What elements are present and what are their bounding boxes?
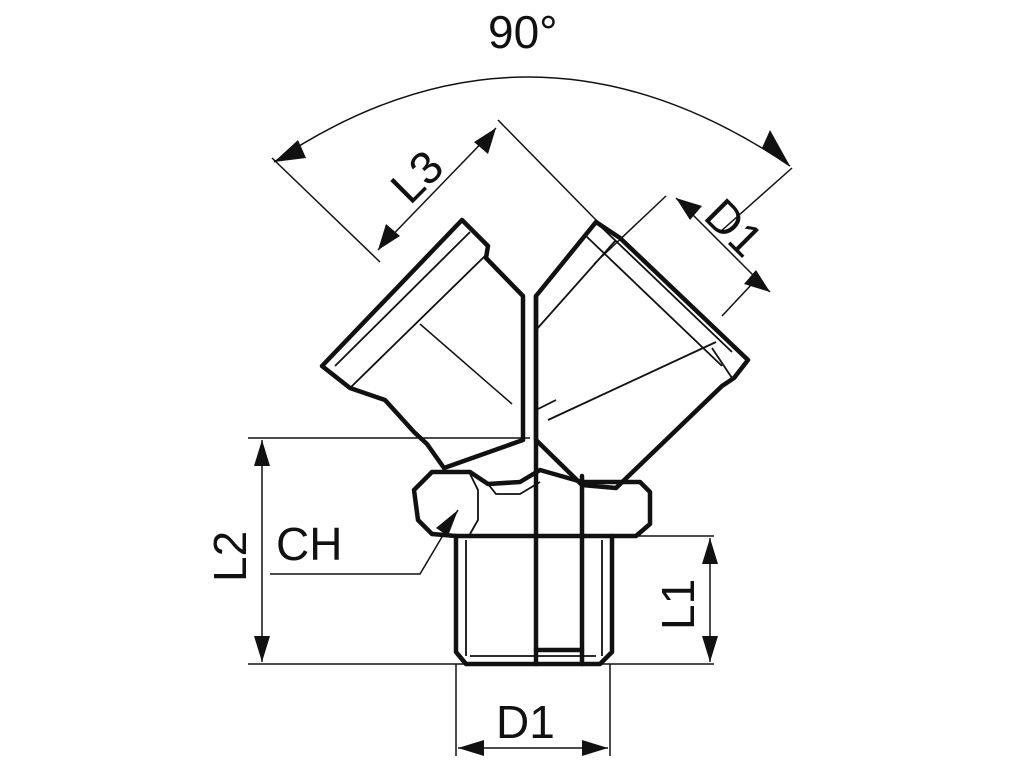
right-branch-outline	[533, 219, 751, 491]
ch-label: CH	[276, 518, 342, 570]
l3-label: L3	[380, 140, 453, 213]
right-branch-bore	[535, 239, 717, 421]
hex-nut	[411, 467, 653, 539]
d1-branch-label: D1	[695, 188, 773, 266]
l2-arrow-top	[254, 440, 270, 466]
d1-base-arrow-left	[458, 740, 484, 756]
l1-label: L1	[652, 579, 704, 630]
angle-extension-lines	[271, 157, 793, 263]
d1-branch-arrow-top	[676, 198, 702, 220]
l3-arrow-top	[474, 128, 496, 154]
angle-arc	[273, 76, 791, 167]
d1-base-label: D1	[496, 696, 555, 748]
thread-lines	[465, 540, 603, 657]
angle-label: 90°	[488, 6, 558, 58]
angle-arrow-right	[762, 130, 790, 166]
angle-arrow-left	[274, 140, 306, 162]
l3-extension	[419, 119, 599, 405]
l1-arrow-bottom	[702, 636, 718, 662]
left-branch-outline	[319, 217, 526, 471]
d1-branch-arrow-bottom	[744, 270, 770, 292]
ch-leader-arrow	[436, 510, 458, 536]
dimension-lines	[248, 76, 793, 756]
l1-arrow-top	[702, 538, 718, 564]
d1-base-extension	[455, 664, 611, 756]
d1-branch-extension	[593, 195, 753, 317]
l2-arrow-bottom	[254, 636, 270, 662]
left-branch-lip	[334, 231, 489, 389]
center-bore	[533, 293, 585, 667]
l2-label: L2	[204, 531, 256, 582]
l2-extension	[248, 437, 714, 665]
d1-base-arrow-right	[582, 740, 608, 756]
l3-arrow-bottom	[378, 224, 400, 250]
right-branch-lip	[585, 221, 733, 379]
l3-dim-line	[377, 127, 497, 251]
hex-nut-facets	[469, 473, 541, 535]
